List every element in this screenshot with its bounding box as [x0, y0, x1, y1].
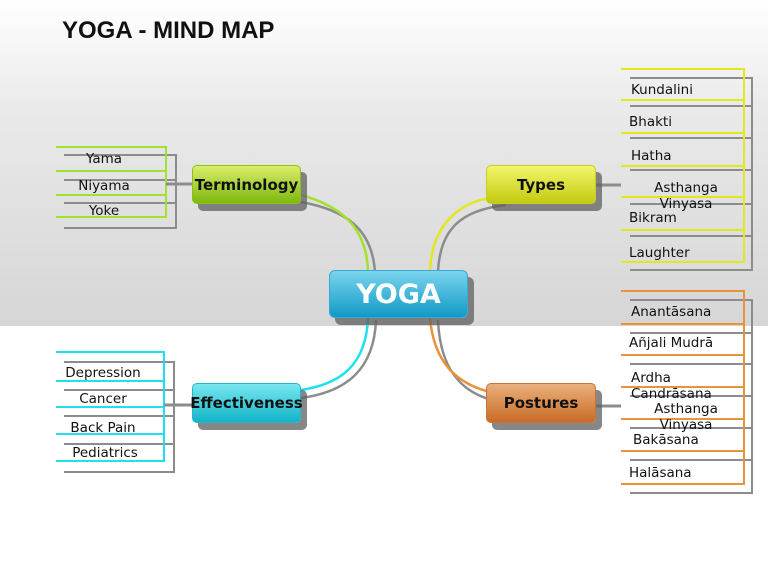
types-item-kundalini: Kundalini [631, 82, 693, 98]
types-item-bikram: Bikram [629, 210, 677, 226]
center-node-yoga: YOGA [329, 270, 468, 318]
postures-item-asthanga-vinyasa: Asthanga Vinyasa [654, 401, 718, 433]
terminology-item-yoke: Yoke [88, 203, 120, 219]
branch-node-types: Types [486, 165, 596, 204]
effectiveness-bracket [56, 351, 192, 473]
types-item-hatha: Hatha [631, 148, 672, 164]
branch-node-effectiveness: Effectiveness [190, 383, 303, 423]
terminology-bracket [56, 146, 192, 229]
types-bracket [596, 68, 753, 271]
types-item-bhakti: Bhakti [629, 114, 672, 130]
branch-node-terminology: Terminology [192, 165, 301, 204]
postures-item-anantasana: Anantāsana [631, 304, 712, 320]
postures-bracket [596, 290, 753, 494]
terminology-item-yama: Yama [85, 151, 123, 167]
effectiveness-item-pediatrics: Pediatrics [72, 445, 138, 461]
effectiveness-item-cancer: Cancer [79, 391, 127, 407]
postures-item-ardha-candrasana: Ardha Candrāsana [631, 370, 712, 402]
terminology-item-niyama: Niyama [78, 178, 130, 194]
effectiveness-item-back-pain: Back Pain [70, 420, 136, 436]
types-item-laughter: Laughter [629, 245, 690, 261]
postures-item-bakasana: Bakāsana [633, 432, 699, 448]
postures-item-halasana: Halāsana [629, 465, 692, 481]
postures-item-anjali-mudra: Añjali Mudrā [629, 335, 714, 351]
effectiveness-item-depression: Depression [65, 365, 141, 381]
types-item-asthanga-vinyasa: Asthanga Vinyasa [654, 180, 718, 212]
page-title: YOGA - MIND MAP [62, 17, 275, 44]
branch-node-postures: Postures [486, 383, 596, 423]
center-connectors [300, 193, 507, 402]
